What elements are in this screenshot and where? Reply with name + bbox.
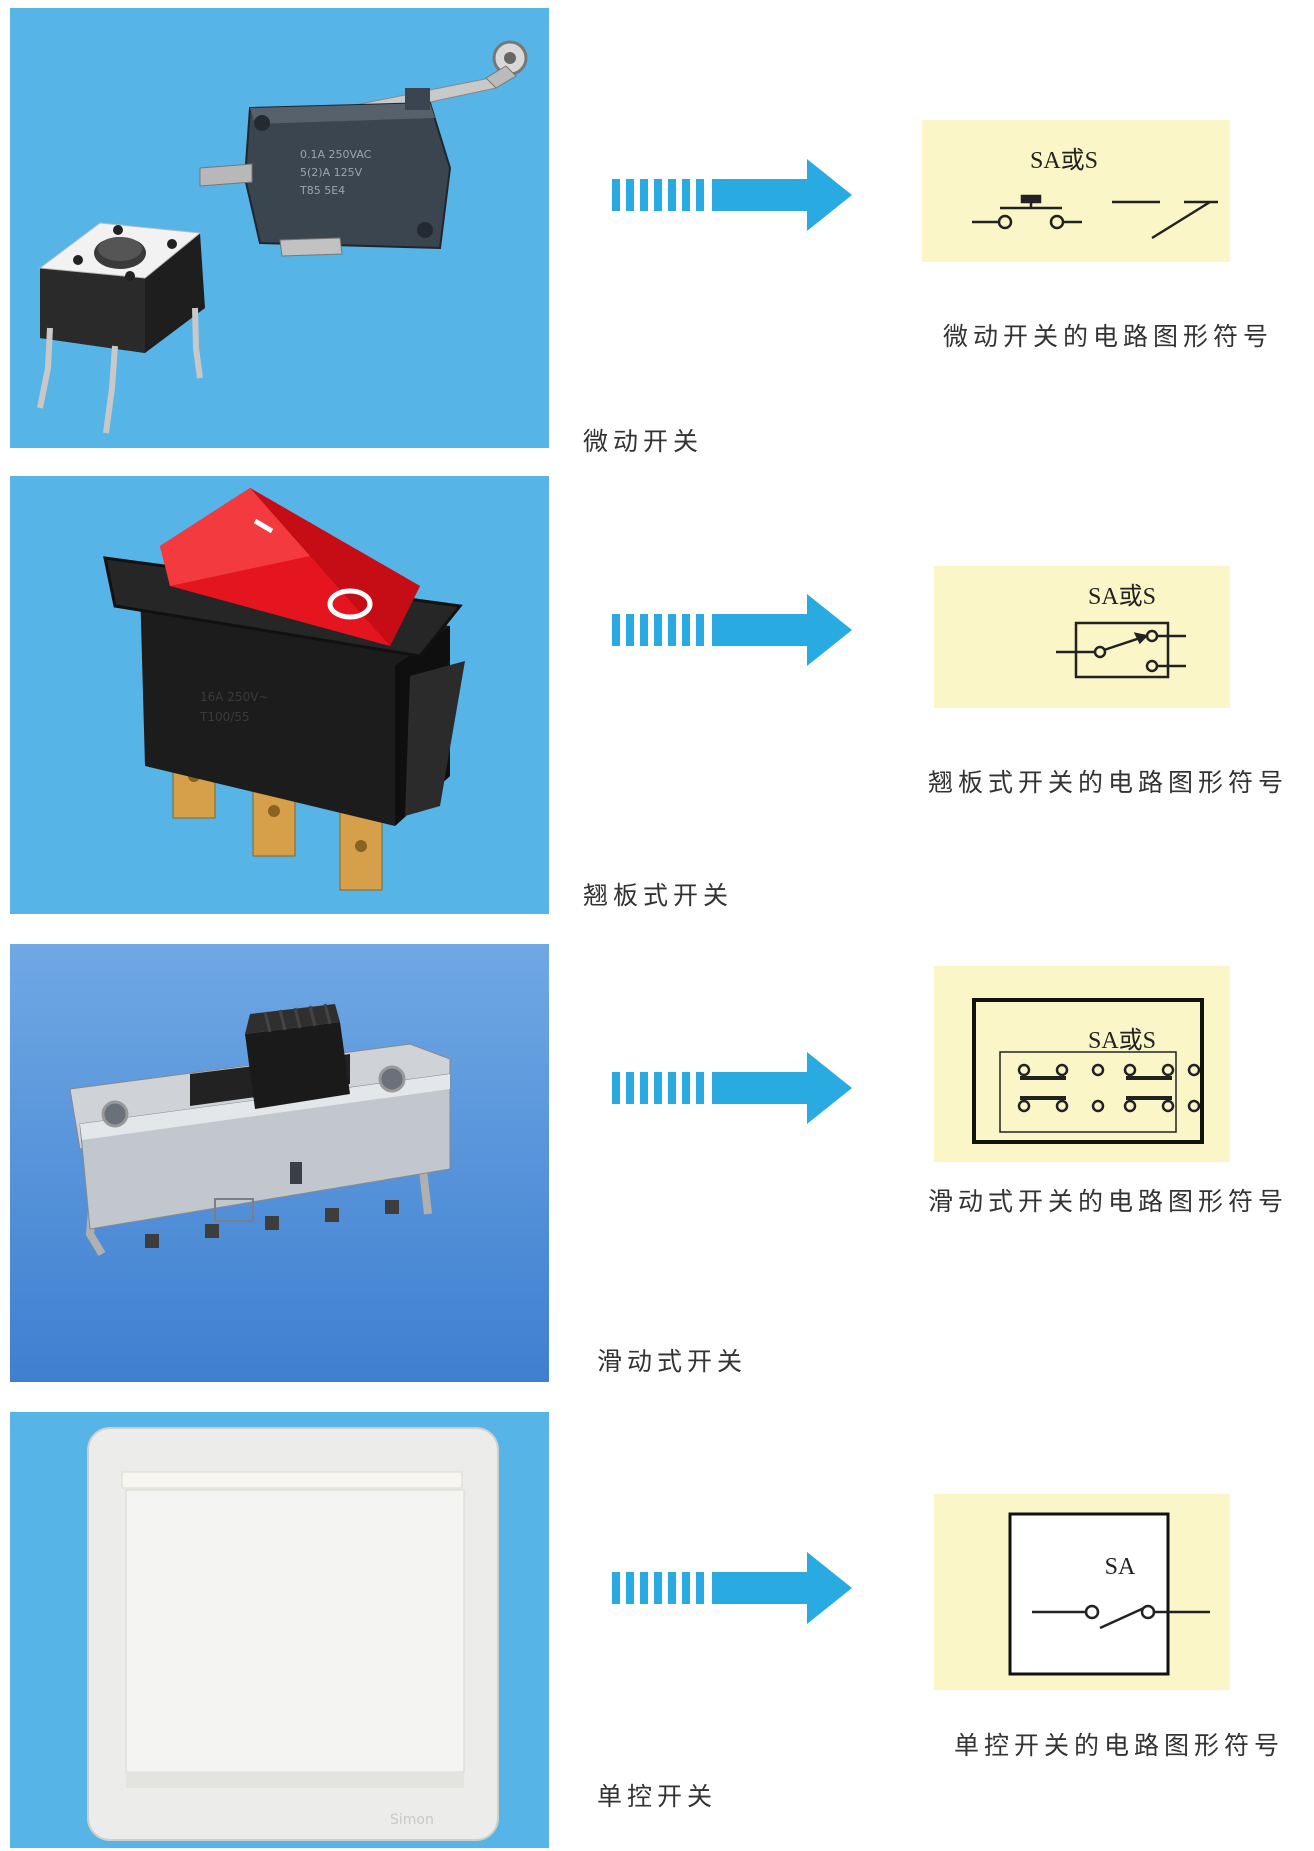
rocker-switch-photo: 16A 250V~ T100/55 bbox=[10, 476, 549, 914]
symbol-label: SA或S bbox=[1030, 147, 1098, 174]
photo-caption: 单控开关 bbox=[597, 1782, 718, 1811]
arrow-icon bbox=[612, 1552, 852, 1624]
single-switch-symbol: SA bbox=[934, 1494, 1230, 1690]
arrow-icon bbox=[612, 1052, 852, 1124]
symbol-label: SA或S bbox=[1088, 583, 1156, 610]
symbol-label: SA bbox=[1105, 1554, 1136, 1580]
svg-text:0.1A 250VAC: 0.1A 250VAC bbox=[300, 148, 372, 161]
rocker-switch-symbol: SA或S bbox=[934, 566, 1230, 708]
svg-text:T100/55: T100/55 bbox=[199, 710, 250, 724]
symbol-caption: 微动开关的电路图形符号 bbox=[943, 322, 1274, 351]
symbol-caption: 翘板式开关的电路图形符号 bbox=[928, 768, 1289, 797]
photo-caption: 翘板式开关 bbox=[583, 881, 734, 910]
symbol-caption: 滑动式开关的电路图形符号 bbox=[928, 1187, 1289, 1216]
wall-switch-photo: Simon bbox=[10, 1412, 549, 1848]
brand-logo: Simon bbox=[390, 1812, 434, 1828]
slide-switch-photo bbox=[10, 944, 549, 1382]
symbol-caption: 单控开关的电路图形符号 bbox=[954, 1731, 1285, 1760]
arrow-icon bbox=[612, 594, 852, 666]
svg-text:16A 250V~: 16A 250V~ bbox=[200, 690, 268, 704]
arrow-icon bbox=[612, 159, 852, 231]
symbol-label: SA或S bbox=[1088, 1027, 1156, 1054]
slide-switch-symbol: SA或S bbox=[934, 966, 1230, 1162]
micro-switch-symbol: SA或S bbox=[922, 120, 1230, 262]
micro-switch-photo: 0.1A 250VAC 5(2)A 125V T85 5E4 bbox=[10, 8, 549, 448]
svg-text:5(2)A 125V: 5(2)A 125V bbox=[300, 166, 363, 179]
photo-caption: 微动开关 bbox=[583, 427, 704, 456]
svg-text:T85 5E4: T85 5E4 bbox=[299, 184, 345, 197]
photo-caption: 滑动式开关 bbox=[597, 1347, 748, 1376]
